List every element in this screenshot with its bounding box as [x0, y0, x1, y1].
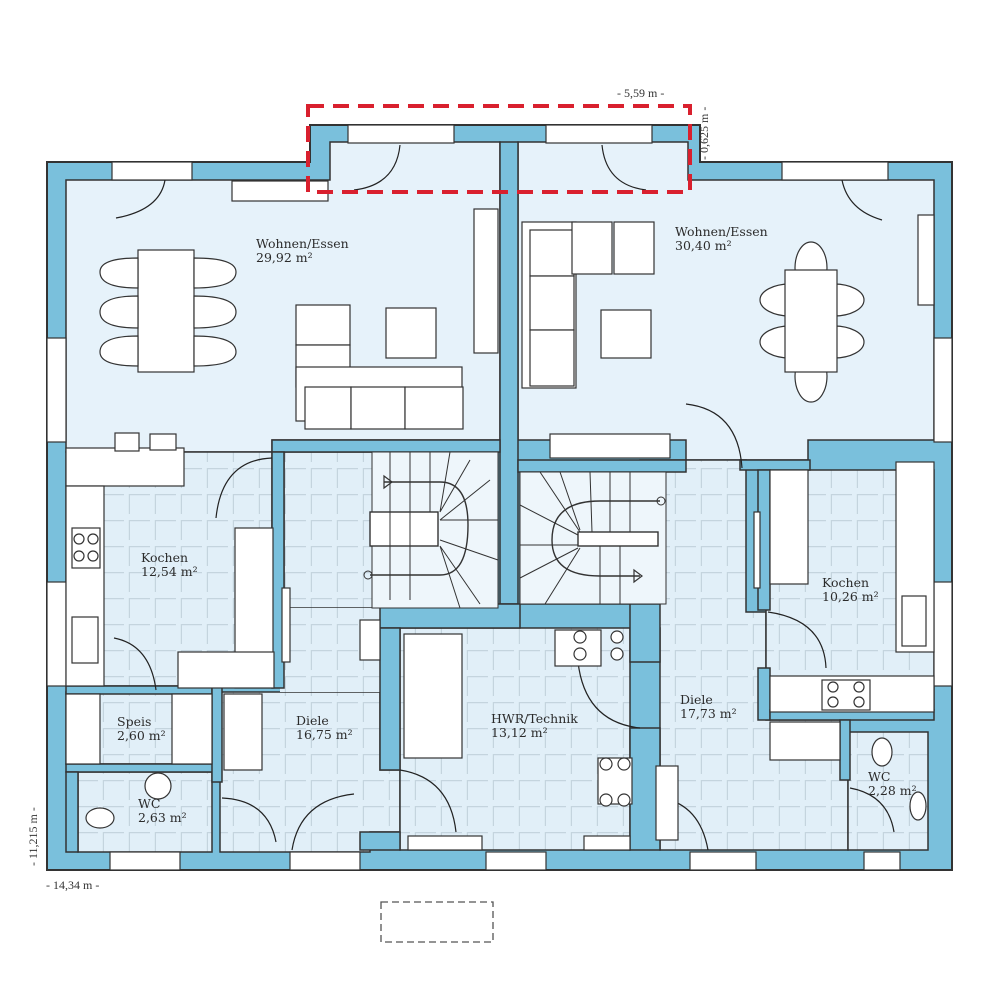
interior-walls: [65, 141, 935, 853]
room-label-wohnen-essen-right: Wohnen/Essen 30,40 m²: [675, 225, 768, 253]
room-label-wc-left: WC 2,63 m²: [138, 797, 187, 825]
room-name: WC: [138, 796, 161, 811]
room-area: 13,12 m²: [491, 725, 548, 740]
room-label-kochen-left: Kochen 12,54 m²: [141, 551, 198, 579]
dimension-bay-width: - 5,59 m -: [617, 86, 665, 100]
room-label-wc-right: WC 2,28 m²: [868, 770, 917, 798]
room-name: HWR/Technik: [491, 711, 578, 726]
room-name: Kochen: [141, 550, 189, 565]
room-area: 29,92 m²: [256, 250, 313, 265]
room-name: WC: [868, 769, 891, 784]
room-label-hwr-technik: HWR/Technik 13,12 m²: [491, 712, 578, 740]
room-name: Diele: [296, 713, 329, 728]
door-swings: [113, 144, 895, 851]
dimension-width: - 14,34 m -: [46, 878, 100, 892]
room-area: 10,26 m²: [822, 589, 879, 604]
room-area: 2,28 m²: [868, 783, 917, 798]
room-area: 2,63 m²: [138, 810, 187, 825]
room-label-diele-left: Diele 16,75 m²: [296, 714, 353, 742]
staircase-right: [519, 471, 667, 605]
room-area: 12,54 m²: [141, 564, 198, 579]
room-area: 17,73 m²: [680, 706, 737, 721]
dimension-bay-depth: - 0,625 m -: [697, 106, 711, 160]
room-name: Kochen: [822, 575, 870, 590]
carport-outline: [380, 901, 494, 943]
room-area: 16,75 m²: [296, 727, 353, 742]
room-label-wohnen-essen-left: Wohnen/Essen 29,92 m²: [256, 237, 349, 265]
staircase-left: [363, 451, 499, 609]
room-area: 30,40 m²: [675, 238, 732, 253]
room-area: 2,60 m²: [117, 728, 166, 743]
room-label-speis: Speis 2,60 m²: [117, 715, 166, 743]
room-name: Speis: [117, 714, 152, 729]
room-name: Diele: [680, 692, 713, 707]
room-label-diele-right: Diele 17,73 m²: [680, 693, 737, 721]
furniture: [65, 180, 935, 851]
extension-bay-highlight: [306, 104, 692, 194]
dimension-depth: - 11,215 m -: [26, 807, 40, 866]
room-name: Wohnen/Essen: [675, 224, 768, 239]
room-label-kochen-right: Kochen 10,26 m²: [822, 576, 879, 604]
room-name: Wohnen/Essen: [256, 236, 349, 251]
